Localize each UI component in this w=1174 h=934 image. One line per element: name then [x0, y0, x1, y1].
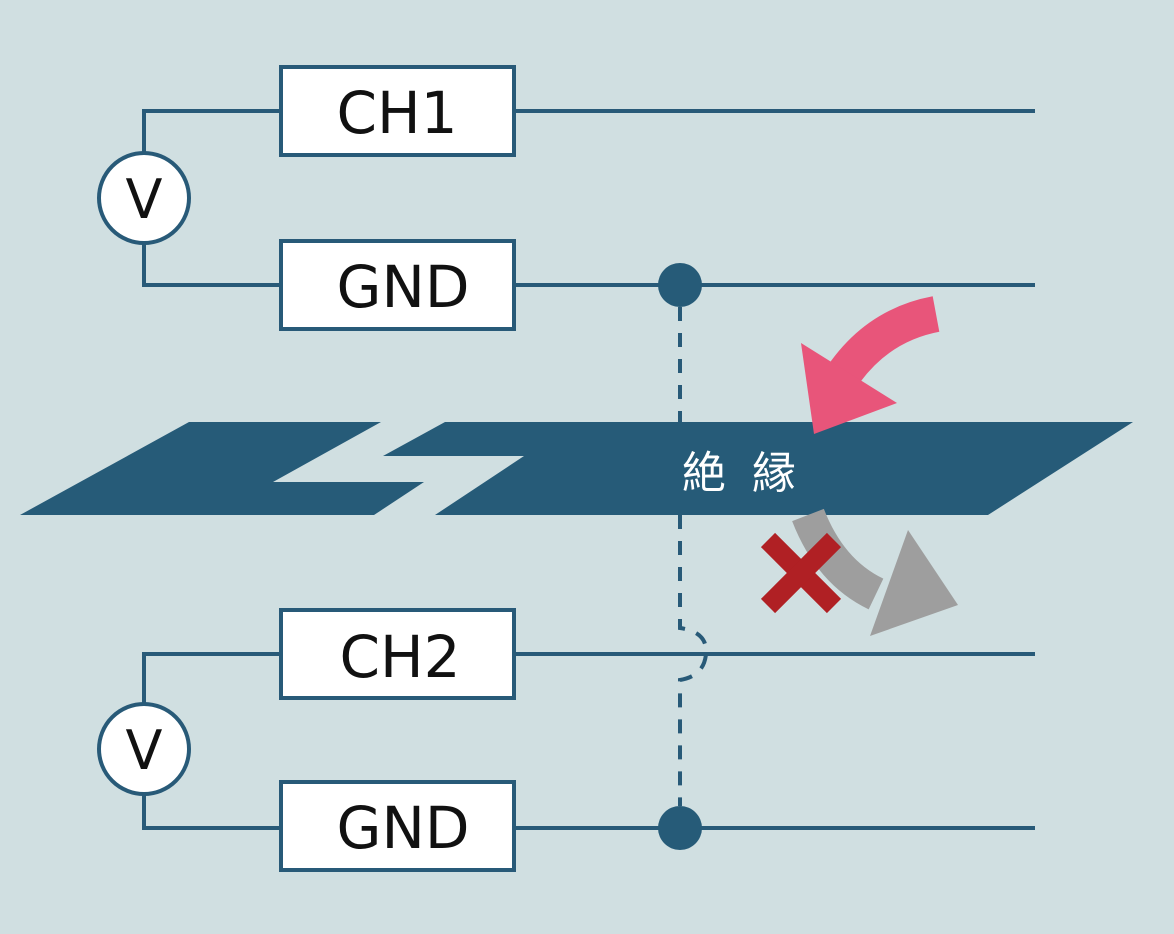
ch2-terminal-box	[279, 608, 516, 700]
voltmeter-2-label: V	[126, 719, 163, 782]
ch2-meter-wire-bottom	[142, 794, 280, 830]
ch2-meter-wire-top	[142, 652, 280, 704]
insulation-label: 絶 縁	[682, 448, 802, 499]
ch1-label: CH1	[336, 79, 457, 147]
ch1-gnd-terminal-box	[279, 239, 516, 331]
ch1-meter-wire-bottom	[142, 238, 280, 287]
ch1-meter-wire-top	[142, 109, 280, 158]
channel-2: CH2 GND V	[97, 608, 1035, 872]
insulation-barrier: 絶 縁	[20, 422, 1133, 515]
ch2-label: CH2	[339, 623, 460, 691]
insulation-barrier-right	[383, 422, 1133, 515]
ground-coupling-dashed-line	[678, 307, 709, 806]
ch2-gnd-label: GND	[337, 794, 470, 862]
incoming-noise-arrow-icon	[801, 296, 940, 434]
ch1-gnd-label: GND	[337, 253, 470, 321]
junction-dot-bottom	[658, 806, 702, 850]
ch1-terminal-box	[279, 65, 516, 157]
ch2-gnd-terminal-box	[279, 780, 516, 872]
junction-dot-top	[658, 263, 702, 307]
blocked-noise-arrow-icon	[792, 508, 958, 636]
insulation-barrier-left	[20, 422, 424, 515]
channel-1: CH1 GND V	[97, 65, 1035, 331]
voltmeter-2-icon	[97, 702, 191, 796]
blocked-x-icon	[760, 532, 842, 614]
voltmeter-1-icon	[97, 151, 191, 245]
voltmeter-1-label: V	[126, 168, 163, 231]
